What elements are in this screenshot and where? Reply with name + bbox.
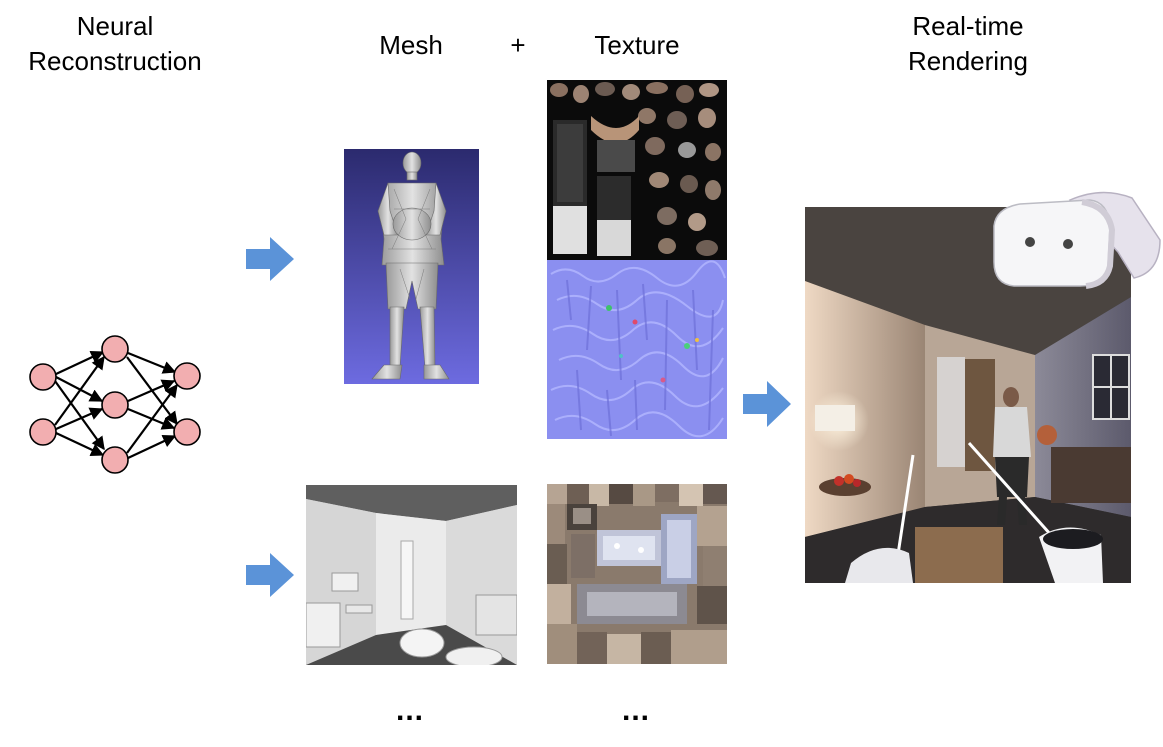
- neural-title-line2: Reconstruction: [28, 46, 202, 76]
- mesh-title: Mesh: [379, 30, 443, 60]
- hidden-node-2: [101, 391, 129, 419]
- room-texture-atlas-image: [547, 484, 727, 664]
- plus-sign: +: [510, 30, 526, 60]
- texture-title: Texture: [594, 30, 680, 60]
- output-node-1: [173, 362, 201, 390]
- arrow-icon: [743, 381, 791, 427]
- vr-headset-icon: [993, 191, 1161, 289]
- neural-title-line1: Neural: [76, 11, 154, 41]
- realtime-title-line2: Rendering: [908, 46, 1028, 76]
- realtime-title-line1: Real-time: [912, 11, 1024, 41]
- arrow-icon: [246, 237, 294, 281]
- hidden-node-3: [101, 446, 129, 474]
- realtime-rendering-title: Real-time Rendering: [880, 9, 1056, 79]
- human-mesh-image: [344, 149, 479, 384]
- arrow-icon: [246, 553, 294, 597]
- realtime-rendering-scene-image: [805, 207, 1131, 583]
- input-node-2: [29, 418, 57, 446]
- neural-reconstruction-title: Neural Reconstruction: [8, 9, 222, 79]
- input-node-1: [29, 363, 57, 391]
- normal-map-image: [547, 260, 727, 439]
- texture-ellipsis: ...: [622, 694, 651, 727]
- room-mesh-image: [306, 485, 517, 665]
- neural-network-diagram: [29, 335, 201, 474]
- mesh-ellipsis: ...: [396, 694, 425, 727]
- hidden-node-1: [101, 335, 129, 363]
- human-texture-atlas-image: [547, 80, 727, 260]
- output-node-2: [173, 418, 201, 446]
